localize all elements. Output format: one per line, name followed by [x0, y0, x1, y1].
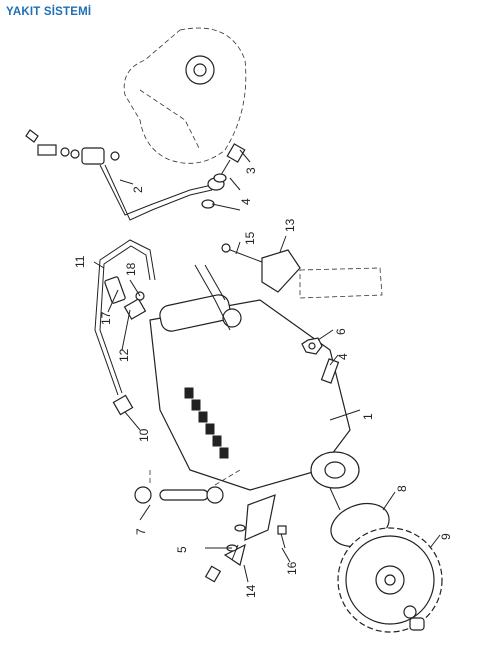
callout-10: 14	[244, 584, 258, 598]
page-title: YAKIT SİSTEMİ	[6, 6, 92, 18]
bracket-14	[221, 243, 383, 299]
callout-15: 16	[285, 561, 299, 575]
callout-3: 3	[244, 167, 258, 174]
callout-5: 4	[336, 353, 350, 360]
callout-7: 8	[395, 485, 409, 492]
drive-gear-9	[337, 527, 443, 633]
callout-labels: 3 2 4 15 13 11 18 17 12 10 7 1 4 6 8 9 5…	[73, 167, 453, 598]
callout-11: 10	[137, 428, 151, 442]
callout-1: 1	[361, 413, 375, 420]
overflow-pipe-8	[134, 469, 241, 504]
callout-13: 12	[117, 348, 131, 362]
callout-12: 11	[73, 255, 87, 268]
fuel-pipe-2	[25, 129, 225, 221]
bracket-10	[204, 494, 287, 583]
callout-6: 6	[334, 328, 348, 335]
delivery-valves	[184, 387, 229, 459]
callout-4-top: 4	[239, 198, 253, 205]
bolt-3	[201, 143, 246, 209]
gear-housing	[123, 27, 247, 164]
callout-4-bottom: 5	[175, 546, 189, 553]
callout-17: 17	[99, 311, 113, 325]
return-pipe-12	[94, 239, 156, 416]
callout-18: 18	[124, 262, 138, 276]
callout-14: 13	[283, 218, 297, 232]
callout-8: 7	[134, 528, 148, 535]
callout-9: 9	[439, 533, 453, 540]
callout-2: 2	[131, 186, 145, 193]
injection-pump-1	[149, 264, 360, 511]
callout-16: 15	[243, 231, 257, 245]
leader-lines	[93, 149, 441, 583]
nut-6	[301, 337, 323, 355]
